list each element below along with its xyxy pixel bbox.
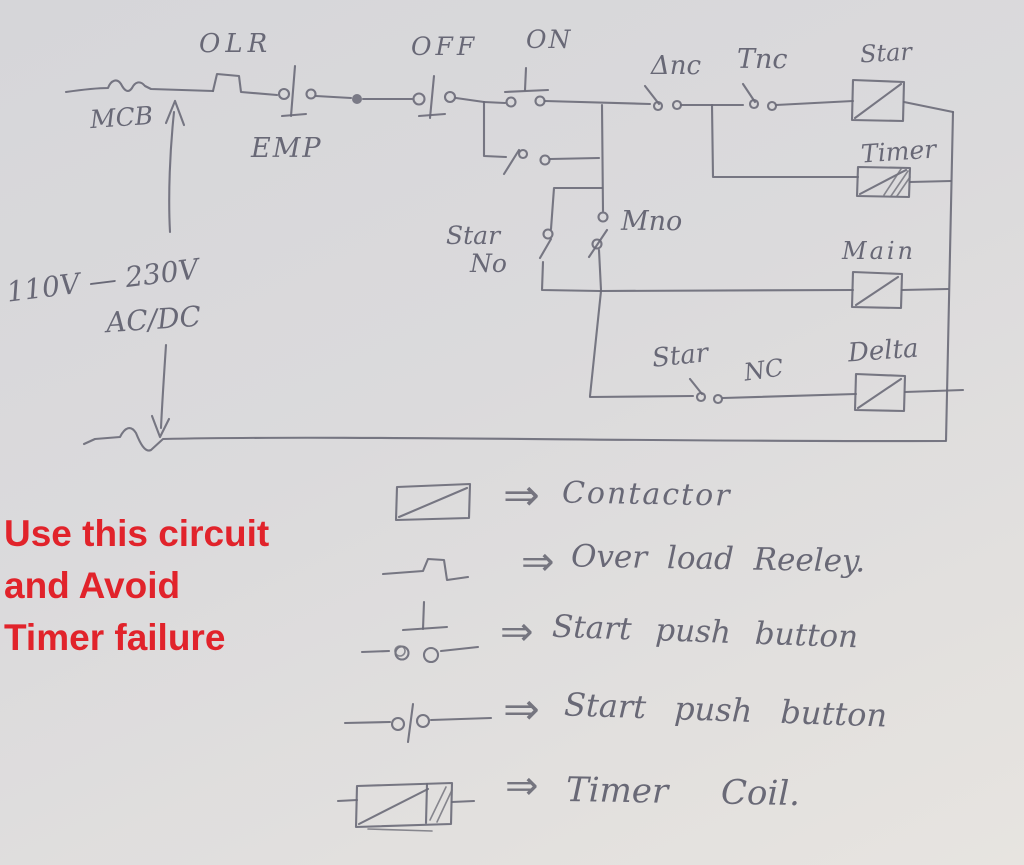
star-nc-label-word: Star <box>650 338 710 374</box>
off-push-button-symbol <box>412 74 486 120</box>
top-rail-and-mcb <box>64 72 279 97</box>
bottom-rail <box>82 427 947 452</box>
star-nc-label-sub: NC <box>742 353 786 387</box>
main-coil-label: Main <box>842 237 917 265</box>
red-annotation-line3: Timer failure <box>4 617 226 658</box>
delta-coil-label: Delta <box>847 333 920 369</box>
star-no-label-line2: No <box>470 249 507 278</box>
right-rail <box>944 110 955 443</box>
red-annotation-text: Use this circuit and Avoid Timer failure <box>4 508 334 664</box>
timer-coil-branch <box>710 103 953 199</box>
delta-coil-branch <box>588 289 965 413</box>
on-push-button-symbol <box>482 66 652 108</box>
delta-nc-label: Δnc <box>651 51 702 81</box>
delta-nc-contact-symbol <box>643 84 745 112</box>
on-label: ON <box>526 25 573 54</box>
timer-nc-label: Tnc <box>737 44 788 75</box>
hold-contact-branch <box>482 100 601 176</box>
voltage-type-label: AC/DC <box>104 299 202 340</box>
contactor-coil-symbol <box>394 482 472 522</box>
legend-arrow-icon: ⇒ <box>503 470 540 521</box>
mcb-label: MCB <box>89 100 155 135</box>
m-no-contact-symbol <box>587 103 609 292</box>
timer-coil-legend-symbol <box>336 781 476 832</box>
legend-arrow-icon: ⇒ <box>503 684 540 735</box>
no-push-button-symbol <box>360 600 480 664</box>
emp-label: EMP <box>251 133 323 164</box>
voltage-up-arrow <box>164 99 186 234</box>
nc-push-button-symbol <box>343 702 493 744</box>
voltage-down-arrow <box>150 343 171 439</box>
olr-label: OLR <box>199 29 273 59</box>
junction-dot <box>352 94 362 104</box>
legend-arrow-icon: ⇒ <box>521 539 555 585</box>
red-annotation-line2: and Avoid <box>4 565 181 606</box>
red-annotation-line1: Use this circuit <box>4 513 270 554</box>
legend-label-contactor: Contactor <box>561 475 732 514</box>
timer-nc-contact-symbol <box>741 82 855 112</box>
main-coil-branch <box>599 270 950 310</box>
legend-arrow-icon: ⇒ <box>500 609 534 655</box>
overload-relay-symbol <box>381 557 470 582</box>
emp-contact-symbol <box>277 64 414 118</box>
off-label: OFF <box>411 32 479 61</box>
star-coil-symbol <box>850 78 955 123</box>
legend-label-overload-relay: Over load Reeley. <box>570 538 866 580</box>
legend-arrow-icon: ⇒ <box>505 763 539 809</box>
timer-coil-label: Timer <box>860 134 938 169</box>
star-coil-label: Star <box>859 37 913 69</box>
star-no-contact-branch <box>538 186 604 293</box>
m-no-label: Mno <box>621 206 683 237</box>
legend-label-timer-coil: Timer Coil. <box>565 769 801 815</box>
star-no-label-line1: Star <box>446 221 501 250</box>
